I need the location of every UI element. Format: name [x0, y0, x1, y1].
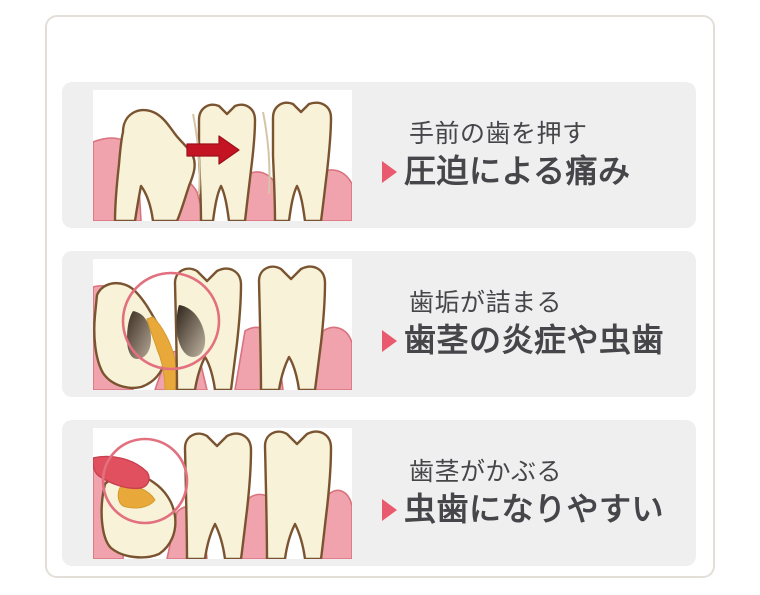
list-item: 歯垢が詰まる 歯茎の炎症や虫歯 [62, 251, 696, 397]
result-label: 歯茎の炎症や虫歯 [404, 322, 665, 359]
triangle-marker-icon [382, 160, 397, 183]
cause-label: 手前の歯を押す [409, 120, 588, 149]
result-label: 圧迫による痛み [404, 153, 631, 190]
highlight-circle-icon [121, 271, 221, 370]
cause-label: 歯茎がかぶる [409, 458, 563, 487]
plaque-buildup-cavity-illustration [93, 258, 352, 390]
tooth-pushing-front-tooth-illustration [93, 89, 352, 221]
pressure-arrow-icon [186, 134, 240, 165]
triangle-marker-icon [382, 498, 397, 521]
triangle-marker-icon [382, 329, 397, 352]
result-row: 虫歯になりやすい [382, 490, 696, 528]
cause-effect-list: 手前の歯を押す 圧迫による痛み [62, 82, 696, 566]
result-row: 歯茎の炎症や虫歯 [382, 321, 696, 359]
row-text-group: 歯垢が詰まる 歯茎の炎症や虫歯 [352, 288, 696, 360]
row-text-group: 手前の歯を押す 圧迫による痛み [352, 119, 696, 191]
list-item: 歯茎がかぶる 虫歯になりやすい [62, 420, 696, 566]
row-text-group: 歯茎がかぶる 虫歯になりやすい [352, 457, 696, 529]
highlight-circle-icon [101, 437, 189, 524]
result-row: 圧迫による痛み [382, 152, 696, 190]
result-label: 虫歯になりやすい [404, 491, 665, 528]
list-item: 手前の歯を押す 圧迫による痛み [62, 82, 696, 228]
cause-label: 歯垢が詰まる [409, 289, 563, 318]
infographic-panel: 手前の歯を押す 圧迫による痛み [45, 15, 715, 578]
gum-covering-tooth-illustration [93, 427, 352, 559]
